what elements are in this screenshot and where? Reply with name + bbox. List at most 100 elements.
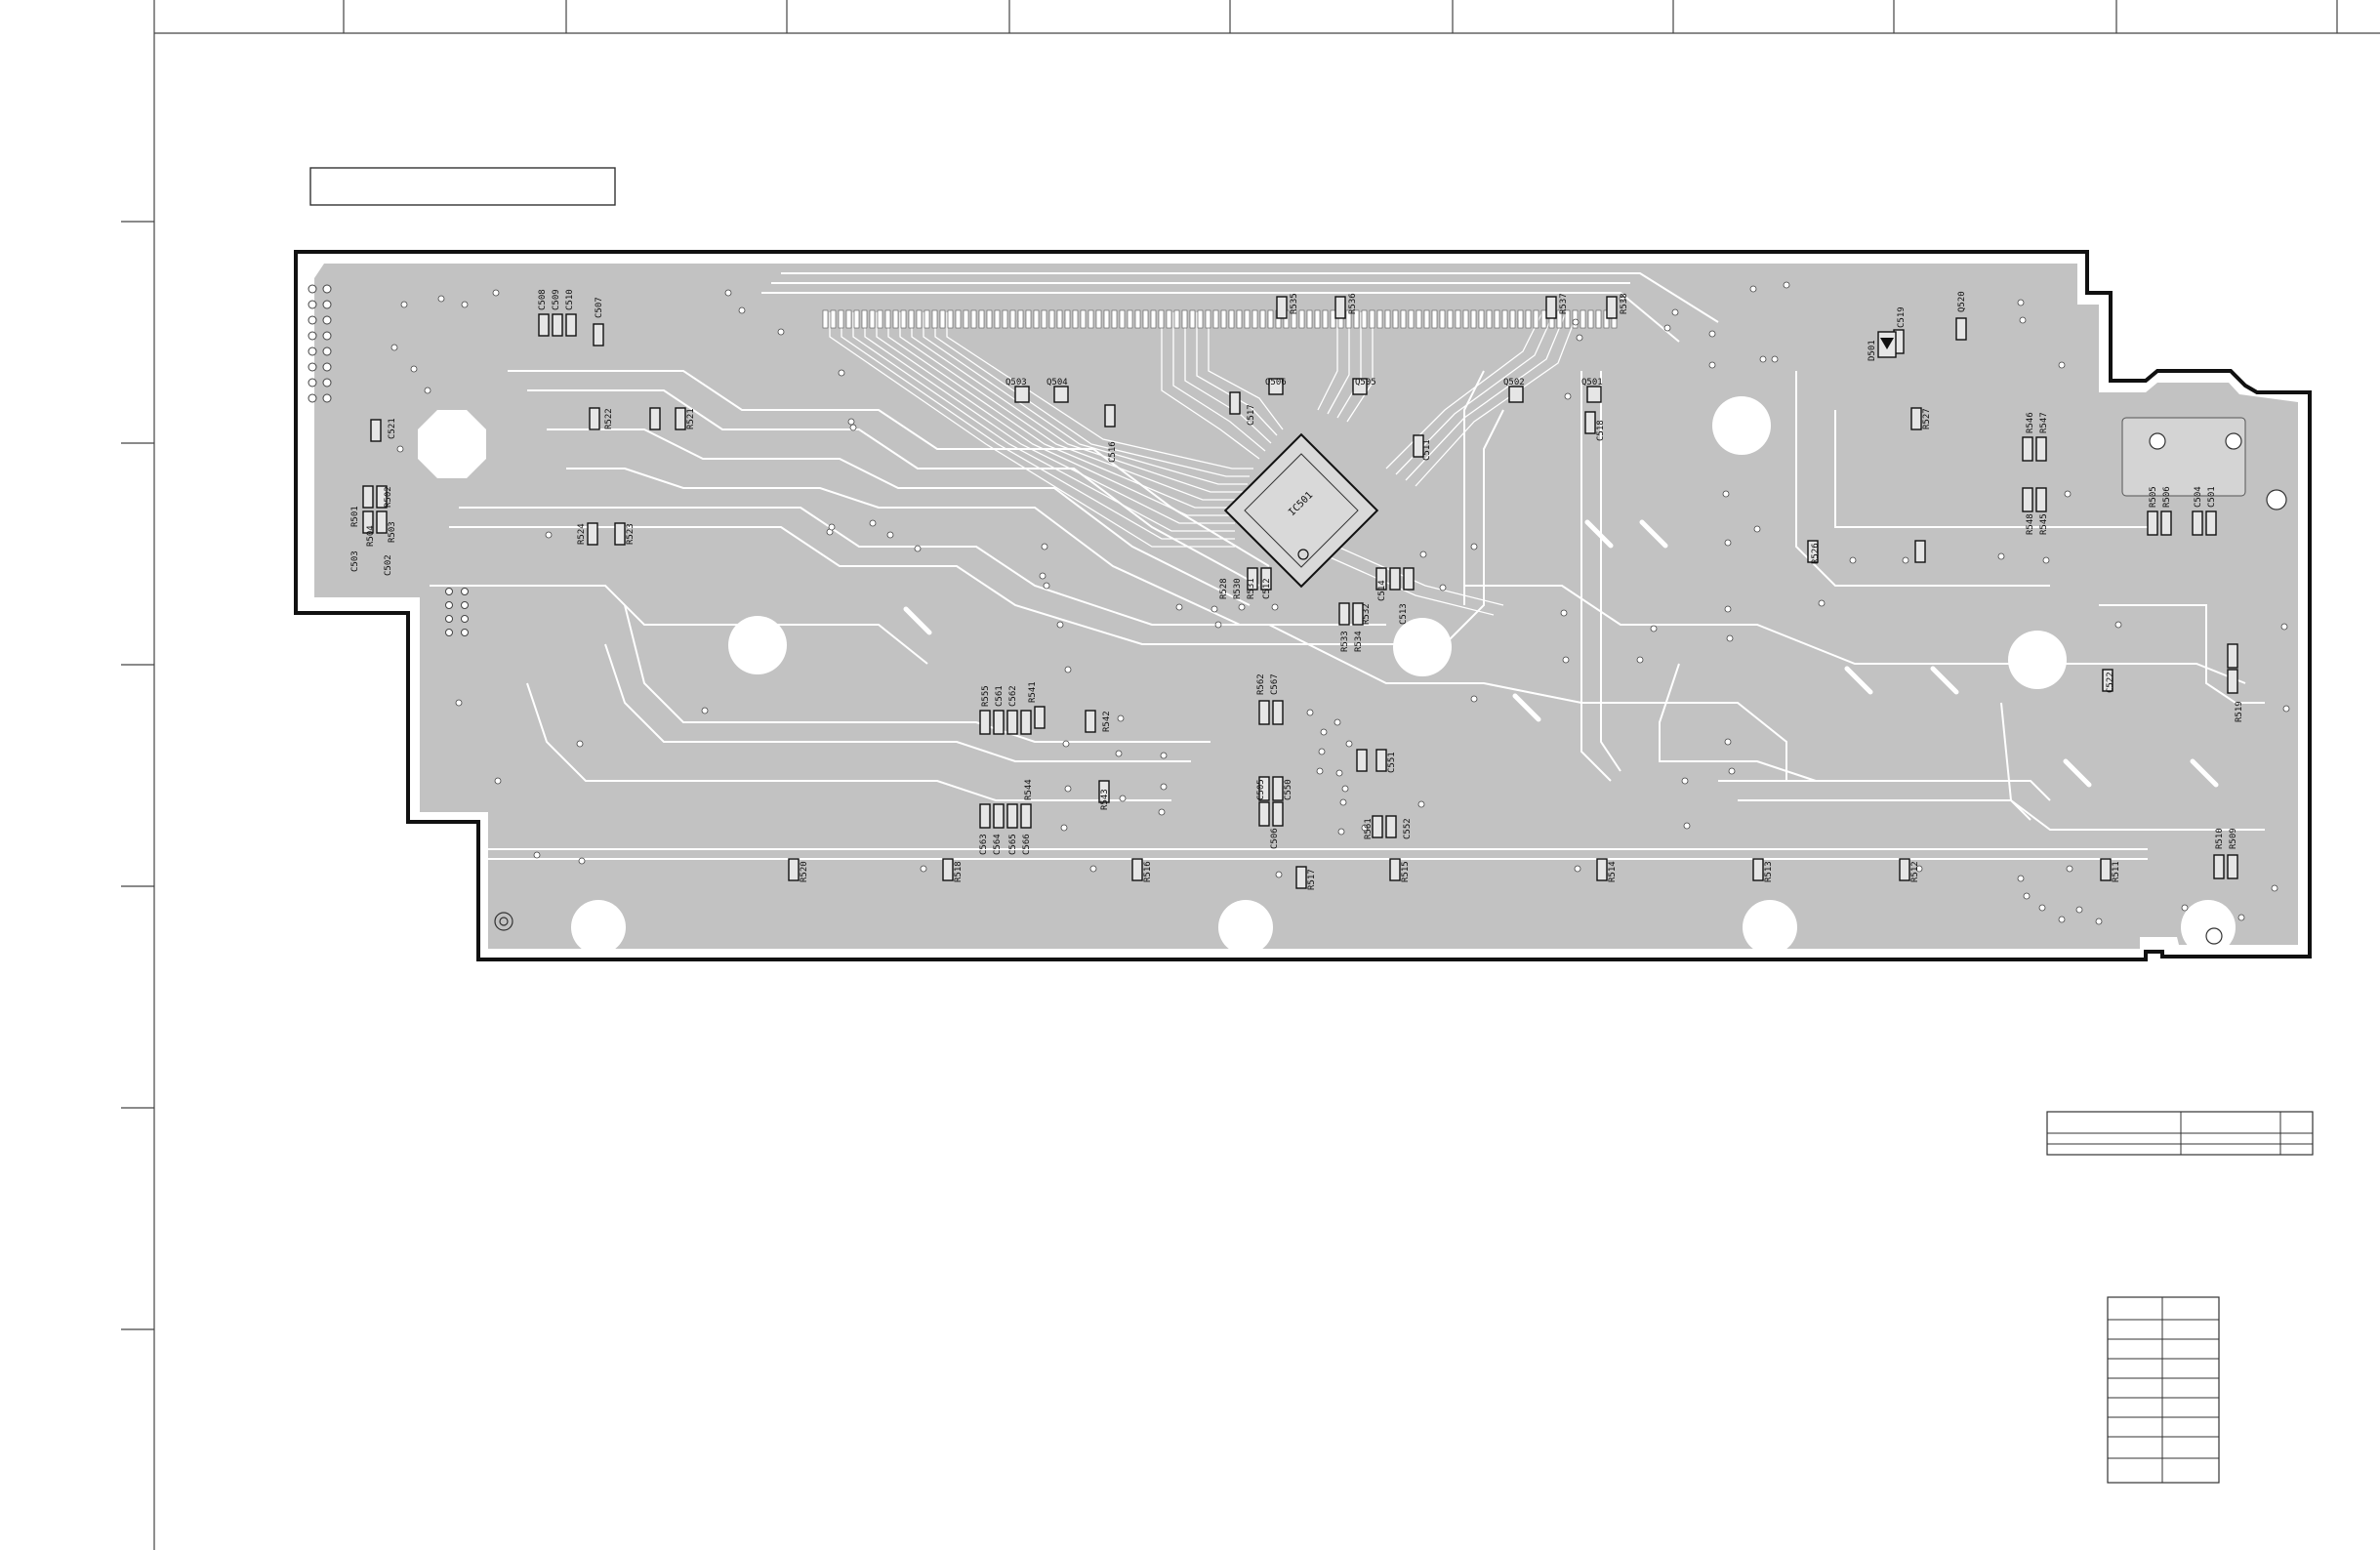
- label-r536: R536: [1348, 293, 1358, 314]
- grid-table: [2107, 1296, 2220, 1484]
- label-r542: R542: [1102, 711, 1112, 732]
- label-r513: R513: [1764, 861, 1774, 882]
- label-r514: R514: [1608, 861, 1618, 882]
- label-r544: R544: [1024, 779, 1034, 800]
- label-r547: R547: [2039, 412, 2049, 433]
- diode-d501: [1877, 331, 1897, 358]
- label-c504: C504: [2194, 486, 2203, 508]
- label-r509: R509: [2229, 828, 2238, 849]
- label-r532: R532: [1362, 603, 1372, 625]
- title-box: [309, 167, 616, 206]
- label-c550: C550: [1284, 779, 1293, 800]
- label-c562: C562: [1008, 685, 1018, 707]
- label-r526: R526: [1811, 543, 1821, 564]
- label-c519: C519: [1897, 306, 1907, 328]
- label-r524: R524: [577, 523, 587, 545]
- label-r534: R534: [1354, 631, 1364, 652]
- label-r538: R538: [1620, 293, 1629, 314]
- label-r503: R503: [388, 521, 397, 543]
- label-r562: R562: [1256, 673, 1266, 695]
- label-c518: C518: [1596, 420, 1606, 441]
- label-c512: C512: [1262, 578, 1272, 599]
- label-c522: C522: [2106, 672, 2115, 693]
- label-r504: R504: [366, 525, 376, 547]
- label-r548: R548: [2026, 513, 2035, 535]
- label-q505: Q505: [1355, 378, 1376, 388]
- label-r527: R527: [1922, 408, 1932, 429]
- label-r520: R520: [800, 861, 809, 882]
- connector-pins: [822, 309, 1618, 329]
- label-c552: C552: [1403, 818, 1413, 839]
- label-c521: C521: [388, 418, 397, 439]
- left-connector-pads: [308, 284, 469, 636]
- label-r528: R528: [1219, 578, 1229, 599]
- fiducials: [494, 912, 2223, 945]
- label-r535: R535: [1290, 293, 1299, 314]
- label-c501: C501: [2207, 486, 2217, 508]
- label-r512: R512: [1910, 861, 1920, 882]
- label-q502: Q502: [1503, 378, 1525, 388]
- label-c513: C513: [1399, 603, 1409, 625]
- label-q501: Q501: [1581, 378, 1603, 388]
- label-r533: R533: [1340, 631, 1350, 652]
- copper-pour: [314, 264, 2298, 949]
- mounting-holes: [418, 396, 2287, 955]
- label-r555: R555: [981, 685, 991, 707]
- label-r505: R505: [2149, 486, 2158, 508]
- label-r561: R561: [1364, 818, 1374, 839]
- label-r546: R546: [2026, 412, 2035, 433]
- label-c565: C565: [1008, 834, 1018, 855]
- label-q504: Q504: [1046, 378, 1068, 388]
- label-c567: C567: [1270, 673, 1280, 695]
- label-r511: R511: [2112, 861, 2121, 882]
- label-c564: C564: [993, 834, 1003, 855]
- label-c514: C514: [1377, 580, 1387, 601]
- label-r516: R516: [1143, 861, 1153, 882]
- label-q520: Q520: [1957, 291, 1967, 312]
- label-r541: R541: [1028, 681, 1038, 703]
- label-c517: C517: [1247, 404, 1256, 426]
- label-r501: R501: [350, 506, 360, 527]
- label-c511: C511: [1422, 439, 1432, 461]
- label-r517: R517: [1307, 869, 1317, 890]
- label-c502: C502: [384, 554, 393, 576]
- label-q503: Q503: [1005, 378, 1027, 388]
- label-r515: R515: [1401, 861, 1411, 882]
- label-r543: R543: [1100, 789, 1110, 810]
- label-c509: C509: [552, 289, 561, 310]
- label-c507: C507: [595, 297, 604, 318]
- smd-components: [362, 296, 2238, 889]
- label-r506: R506: [2162, 486, 2172, 508]
- label-r510: R510: [2215, 828, 2225, 849]
- label-r519: R519: [2235, 701, 2244, 722]
- label-c516: C516: [1108, 441, 1118, 463]
- label-c510: C510: [565, 289, 575, 310]
- label-r502: R502: [384, 486, 393, 508]
- label-r518: R518: [954, 861, 964, 882]
- vias: [390, 281, 2290, 925]
- revision-table: [2046, 1111, 2314, 1156]
- slots: [903, 519, 2219, 788]
- label-c551: C551: [1387, 752, 1397, 773]
- label-c505: C505: [1256, 779, 1266, 800]
- label-c508: C508: [538, 289, 548, 310]
- label-r537: R537: [1559, 293, 1569, 314]
- trace-gaps: [430, 272, 2265, 860]
- sheet-frame: [121, 0, 2380, 1550]
- ic501: IC501: [1223, 432, 1379, 589]
- label-r531: R531: [1247, 578, 1256, 599]
- label-c563: C563: [979, 834, 989, 855]
- label-r523: R523: [626, 523, 636, 545]
- component-labels: C508 C509 C510 C507 R535 R536 R537 R538 …: [350, 289, 2244, 890]
- label-c561: C561: [995, 685, 1005, 707]
- label-q506: Q506: [1265, 378, 1287, 388]
- bus-traces: [829, 311, 1579, 616]
- label-r522: R522: [604, 408, 614, 429]
- label-c566: C566: [1022, 834, 1032, 855]
- label-c506: C506: [1270, 828, 1280, 849]
- label-r545: R545: [2039, 513, 2049, 535]
- label-r530: R530: [1233, 578, 1243, 599]
- label-d501: D501: [1867, 340, 1877, 361]
- label-c503: C503: [350, 551, 360, 572]
